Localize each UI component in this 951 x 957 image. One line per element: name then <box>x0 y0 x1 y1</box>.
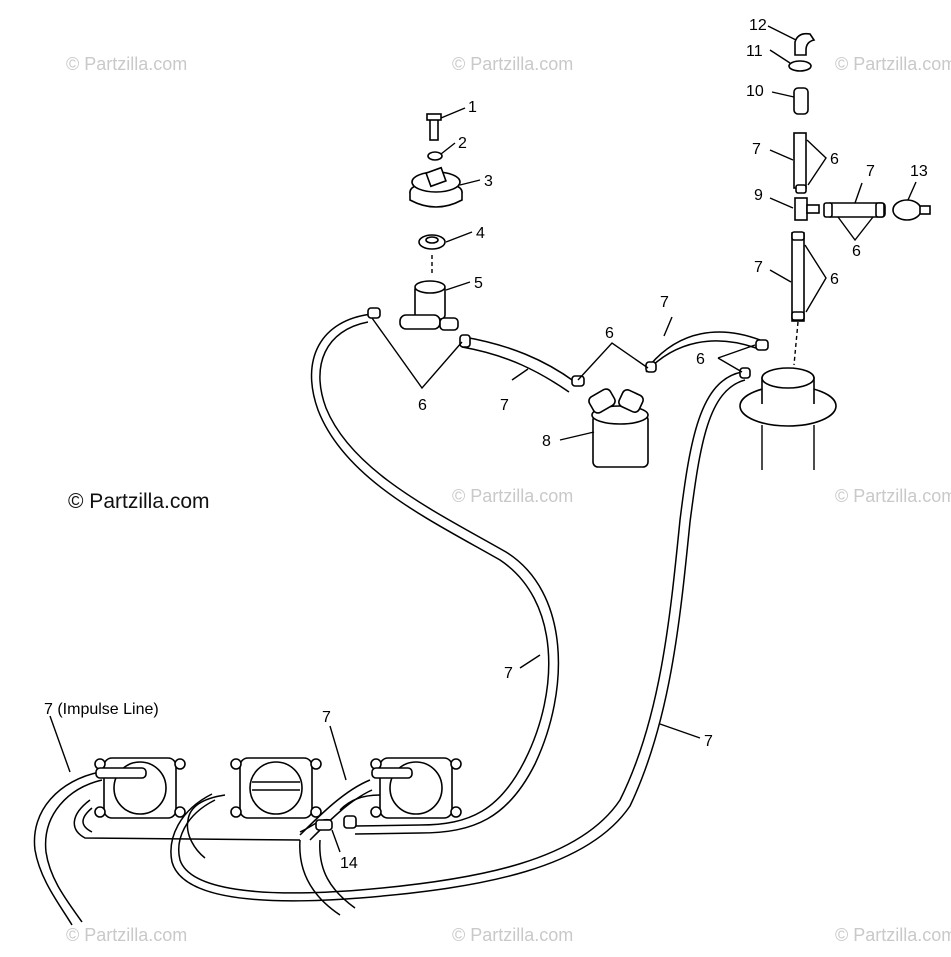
part-fuel-filter <box>588 388 649 468</box>
callout-7-tank-hose: 7 <box>500 397 509 414</box>
hose-wrapped-bundle <box>299 839 356 916</box>
watermark-main: © Partzilla.com <box>68 490 210 513</box>
watermark-bottom-left: © Partzilla.com <box>66 925 188 945</box>
hose-impulse-line <box>33 771 331 926</box>
callout-10: 10 <box>746 83 764 100</box>
callout-11: 11 <box>746 43 763 60</box>
callout-7-upper-tube: 7 <box>752 141 761 158</box>
watermark-top-right: © Partzilla.com <box>835 54 951 74</box>
part-check-valve <box>892 199 931 221</box>
hose-tank-to-carbs <box>310 313 560 835</box>
watermark-bottom-right: © Partzilla.com <box>835 925 951 945</box>
leader-lines <box>49 25 917 853</box>
callout-7-carb-hose: 7 <box>322 709 331 726</box>
part-tee-fitting <box>794 197 820 221</box>
hose-pump-return <box>170 371 746 902</box>
assembly-line-flange <box>793 321 799 366</box>
carburetor-left <box>94 757 186 819</box>
part-nut <box>418 234 446 250</box>
watermark-top-center: © Partzilla.com <box>452 54 574 74</box>
callout-6-horizontal-tube: 6 <box>852 243 861 260</box>
hose-filter-to-pump <box>645 331 761 373</box>
carburetor-right <box>370 757 462 819</box>
callout-4: 4 <box>476 225 485 242</box>
watermark-top-left: © Partzilla.com <box>66 54 188 74</box>
callout-7-fuel-line: 7 <box>504 665 513 682</box>
callout-5: 5 <box>474 275 483 292</box>
callout-7-pump-hose: 7 <box>660 294 669 311</box>
watermark-bottom-center: © Partzilla.com <box>452 925 574 945</box>
part-bolt <box>426 113 442 141</box>
part-fitting <box>793 87 809 115</box>
callout-7-return-line: 7 <box>704 733 713 750</box>
callout-6-filter: 6 <box>605 325 614 342</box>
part-filler-cap <box>409 166 463 208</box>
callout-6-vent: 6 <box>418 397 427 414</box>
callout-3: 3 <box>484 173 493 190</box>
hose-carb-connect <box>186 779 381 859</box>
part-clamp <box>788 60 812 72</box>
callout-6-pump: 6 <box>696 351 705 368</box>
callout-7-horizontal-tube: 7 <box>866 163 875 180</box>
callout-14: 14 <box>340 855 358 872</box>
part-elbow <box>794 32 816 56</box>
part-vent-valve <box>399 280 459 331</box>
part-vent-tube-lower <box>791 232 805 322</box>
part-tee-carb <box>315 815 357 831</box>
callout-12: 12 <box>749 17 767 34</box>
hose-clamps <box>367 184 885 387</box>
callout-7-lower-tube: 7 <box>754 259 763 276</box>
callout-6-upper-tube: 6 <box>830 151 839 168</box>
callout-6-lower-tube: 6 <box>830 271 839 288</box>
watermark-mid-right: © Partzilla.com <box>835 486 951 506</box>
carburetor-middle <box>230 757 322 819</box>
callout-8: 8 <box>542 433 551 450</box>
watermark-mid-center: © Partzilla.com <box>452 486 574 506</box>
callout-9: 9 <box>754 187 763 204</box>
hose-filter-to-tank <box>461 336 576 393</box>
callout-2: 2 <box>458 135 467 152</box>
part-vent-tube-upper <box>793 132 807 189</box>
part-tank-flange <box>739 367 837 470</box>
part-washer <box>427 151 443 161</box>
callout-7-impulse-line: 7 (Impulse Line) <box>44 701 159 718</box>
callout-1: 1 <box>468 99 477 116</box>
callout-13: 13 <box>910 163 928 180</box>
